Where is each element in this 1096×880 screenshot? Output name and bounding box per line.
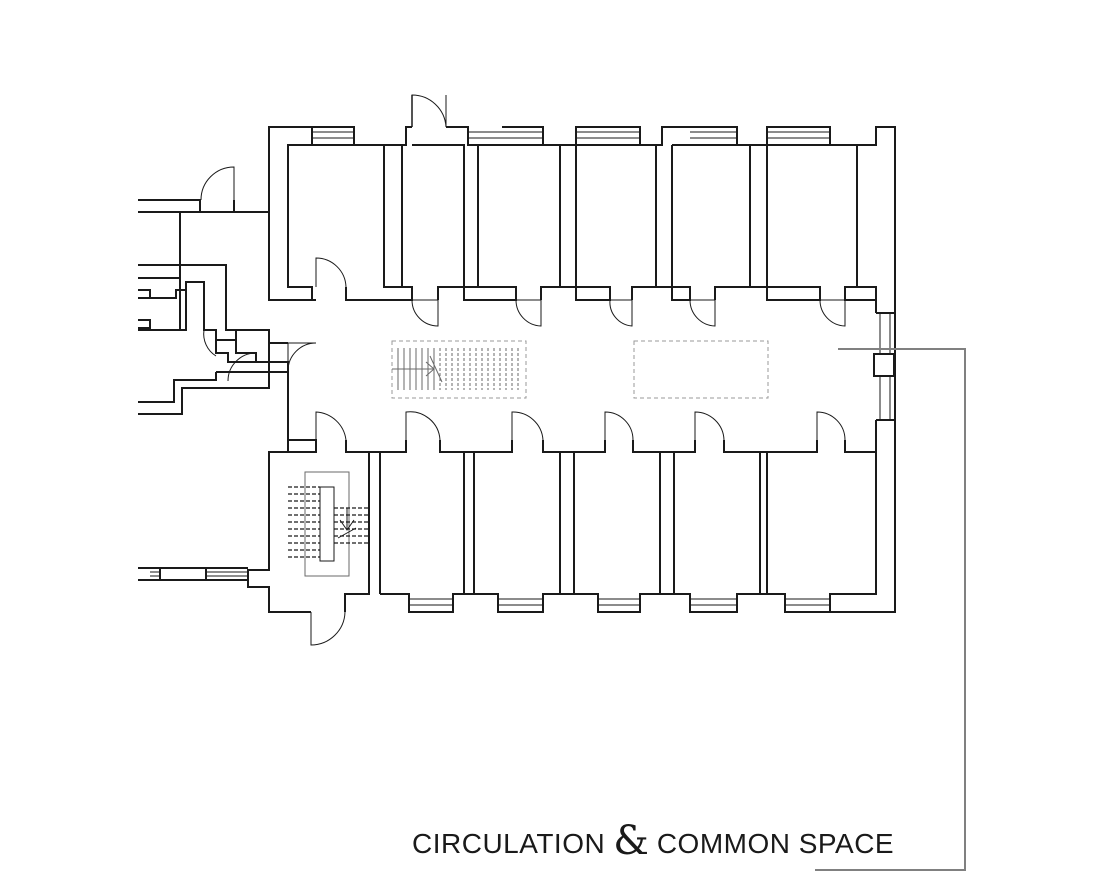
door-swing [515, 299, 542, 327]
caption-ampersand: & [613, 817, 649, 864]
door-swing [405, 411, 441, 441]
outer-wall-top-run [312, 126, 896, 314]
door-swing [694, 411, 725, 441]
door-swing [227, 352, 257, 382]
leader-line [815, 348, 966, 871]
door-swing [315, 257, 347, 288]
door-swing [411, 94, 447, 128]
door-swing [200, 166, 235, 201]
door-swing [203, 329, 217, 357]
stair-upper-treads [392, 348, 519, 390]
caption-left: CIRCULATION [412, 828, 606, 859]
outer-wall-bottom [247, 343, 830, 613]
door-swing [315, 411, 347, 441]
bottom-rooms [288, 420, 877, 595]
walls [138, 126, 896, 613]
door-swing [609, 299, 633, 327]
windows [150, 131, 895, 606]
door-swing [689, 299, 716, 327]
stair-upper [391, 340, 769, 399]
door-swing [287, 342, 317, 372]
door-swing [604, 411, 634, 441]
door-swing [411, 299, 439, 327]
doors [200, 94, 846, 646]
west-annex [138, 199, 289, 581]
caption-label: CIRCULATION & COMMON SPACE [412, 808, 952, 864]
door-swing [310, 611, 346, 646]
door-swing [819, 299, 846, 327]
door-swing [816, 411, 846, 441]
stair-core [288, 471, 369, 577]
caption-right: COMMON SPACE [656, 828, 895, 859]
outer-wall-top [234, 126, 313, 301]
top-rooms [287, 144, 877, 313]
door-swing [511, 411, 544, 441]
